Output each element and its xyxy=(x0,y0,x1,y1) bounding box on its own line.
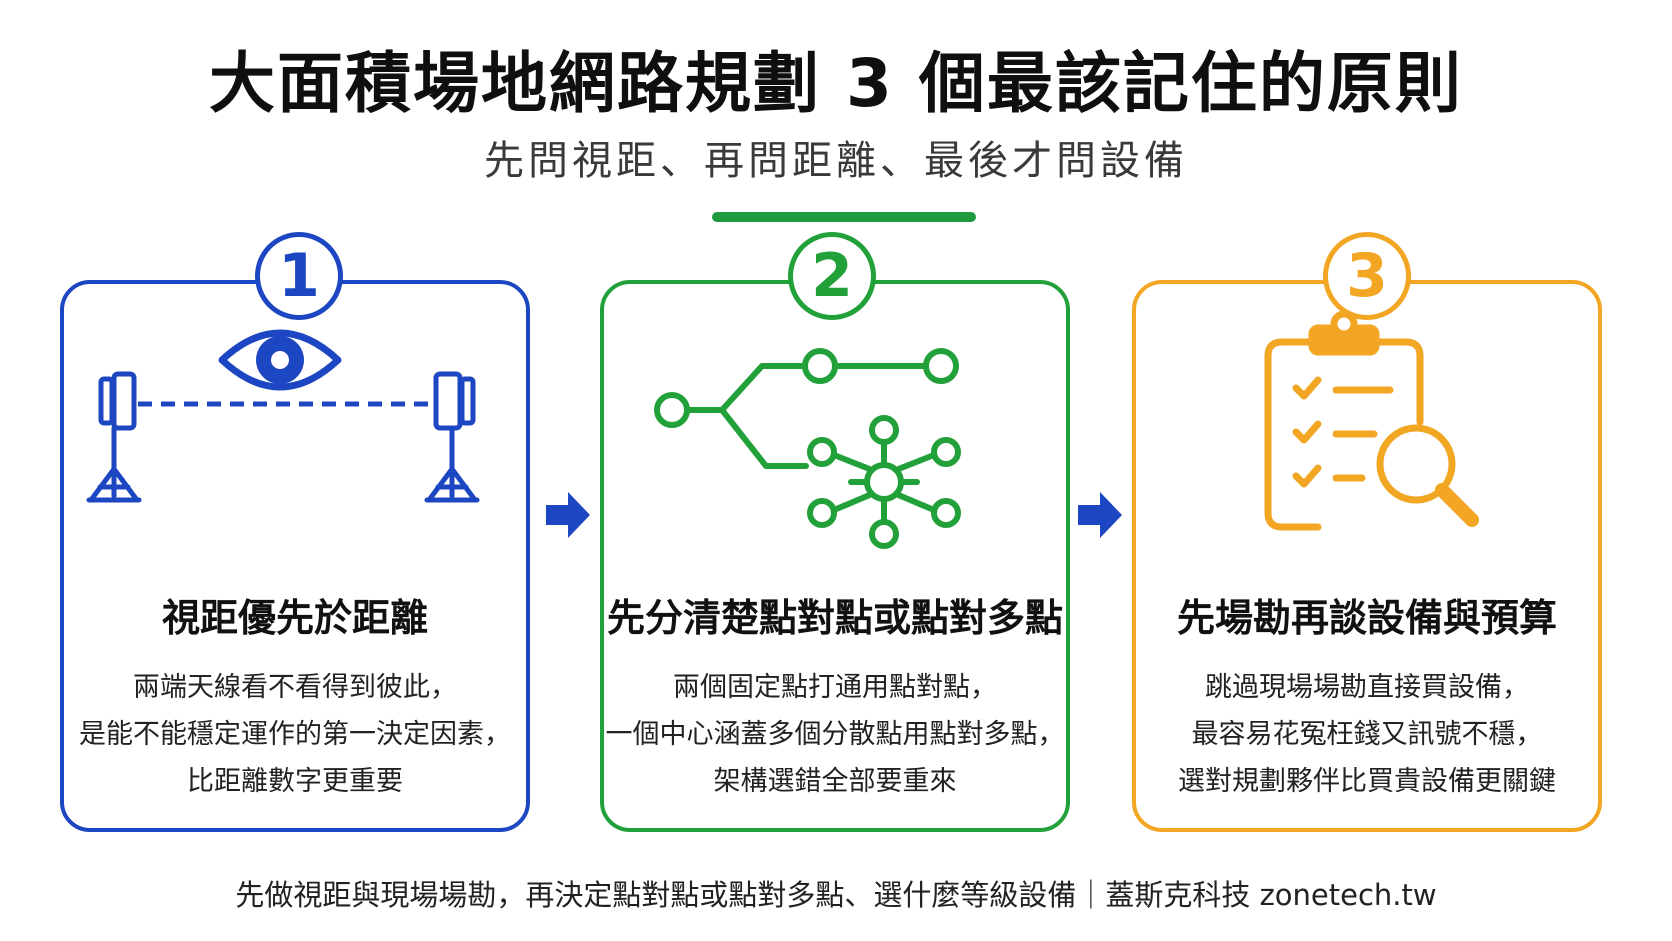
description-line: 兩個固定點打通用點對點， xyxy=(673,672,997,703)
description-line: 最容易花冤枉錢又訊號不穩， xyxy=(1191,719,1543,750)
description-line: 比距離數字更重要 xyxy=(187,766,403,797)
clipboard-checklist-magnifier-icon xyxy=(1264,310,1479,531)
description-line: 架構選錯全部要重來 xyxy=(713,766,957,797)
card-description: 兩端天線看不看得到彼此， 是能不能穩定運作的第一決定因素， 比距離數字更重要 xyxy=(64,664,526,805)
card-description: 兩個固定點打通用點對點， 一個中心涵蓋多個分散點用點對多點， 架構選錯全部要重來 xyxy=(604,664,1066,805)
description-line: 跳過現場場勘直接買設備， xyxy=(1205,672,1529,703)
description-line: 選對規劃夥伴比買貴設備更關鍵 xyxy=(1178,766,1556,797)
principle-card-1: 視距優先於距離 兩端天線看不看得到彼此， 是能不能穩定運作的第一決定因素， 比距… xyxy=(60,280,530,832)
footer-note: 先做視距與現場場勘，再決定點對點或點對多點、選什麼等級設備｜蓋斯克科技 zone… xyxy=(235,878,1437,912)
accent-divider xyxy=(712,212,976,222)
description-line: 一個中心涵蓋多個分散點用點對多點， xyxy=(605,719,1065,750)
right-arrow-icon xyxy=(546,492,590,538)
right-arrow-icon xyxy=(1078,492,1122,538)
step-number-badge: 1 xyxy=(255,232,343,320)
card-title: 視距優先於距離 xyxy=(161,596,428,640)
description-line: 是能不能穩定運作的第一決定因素， xyxy=(79,719,511,750)
network-topology-icon xyxy=(654,348,961,549)
principle-card-2: 先分清楚點對點或點對多點 兩個固定點打通用點對點， 一個中心涵蓋多個分散點用點對… xyxy=(600,280,1070,832)
page-title: 大面積場地網路規劃 3 個最該記住的原則 xyxy=(209,45,1463,122)
description-line: 兩端天線看不看得到彼此， xyxy=(133,672,457,703)
eye-antenna-line-of-sight-icon xyxy=(86,329,480,503)
page-subtitle: 先問視距、再問距離、最後才問設備 xyxy=(484,138,1188,184)
card-title: 先分清楚點對點或點對多點 xyxy=(606,596,1063,640)
card-title: 先場勘再談設備與預算 xyxy=(1176,596,1557,640)
card-description: 跳過現場場勘直接買設備， 最容易花冤枉錢又訊號不穩， 選對規劃夥伴比買貴設備更關… xyxy=(1136,664,1598,805)
step-number-badge: 3 xyxy=(1323,232,1411,320)
principle-card-3: 先場勘再談設備與預算 跳過現場場勘直接買設備， 最容易花冤枉錢又訊號不穩， 選對… xyxy=(1132,280,1602,832)
step-number-badge: 2 xyxy=(788,232,876,320)
